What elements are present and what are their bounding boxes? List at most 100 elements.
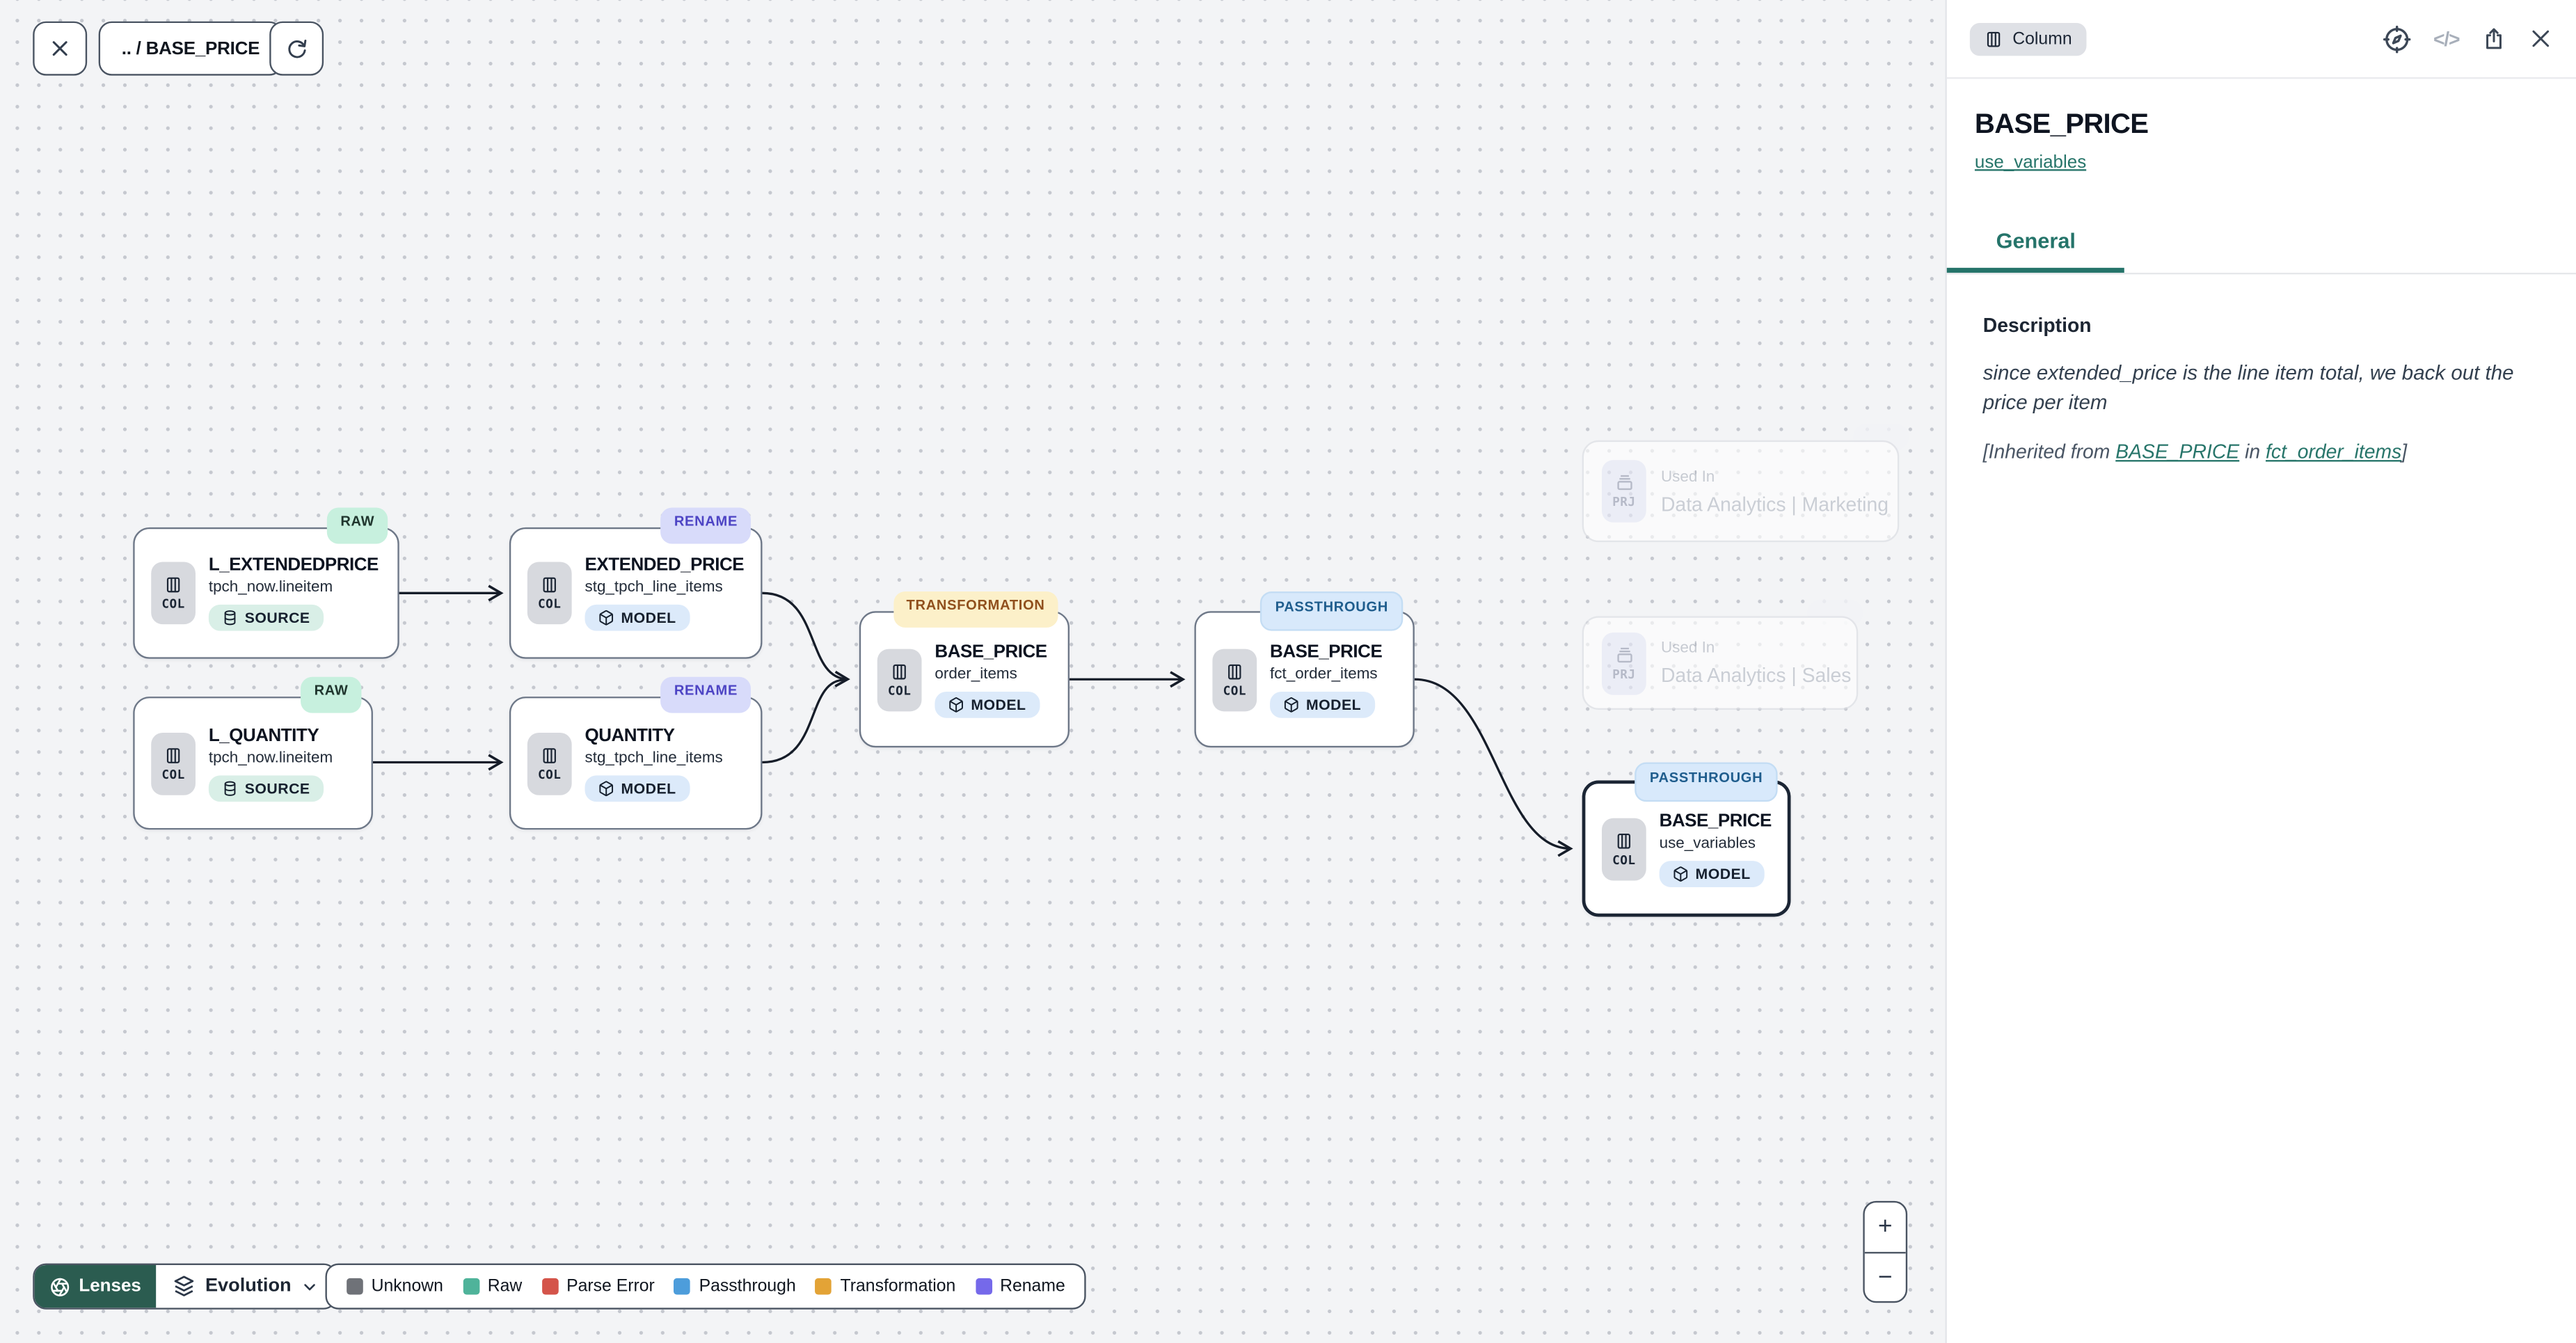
used-in-card-sales[interactable]: PRJ Used In Data Analytics | Sales	[1582, 616, 1859, 710]
source-badge: SOURCE	[208, 774, 324, 801]
columns-icon	[891, 661, 909, 681]
lens-selector-dropdown[interactable]: Evolution	[156, 1264, 336, 1308]
lineage-legend: Unknown Raw Parse Error Passthrough Tran…	[325, 1263, 1087, 1310]
node-l-extendedprice[interactable]: RAW COL L_EXTENDEDPRICE tpch_now.lineite…	[133, 507, 399, 659]
inherited-note: [Inherited from BASE_PRICE in fct_order_…	[1983, 440, 2540, 463]
inherited-model-link[interactable]: fct_order_items	[2266, 440, 2402, 464]
column-type-badge: COL	[1212, 648, 1257, 711]
legend-swatch	[674, 1278, 691, 1295]
lenses-label: Lenses	[79, 1276, 141, 1296]
project-badge: PRJ	[1601, 460, 1646, 523]
inherited-column-link[interactable]: BASE_PRICE	[2115, 440, 2240, 464]
close-lineage-button[interactable]	[33, 21, 88, 76]
node-title: BASE_PRICE	[1659, 811, 1772, 831]
legend-item-raw: Raw	[463, 1276, 522, 1296]
aperture-icon	[49, 1276, 71, 1297]
close-icon	[49, 38, 71, 59]
used-in-label: Used In	[1660, 467, 1715, 486]
node-base-price-use-variables[interactable]: PASSTHROUGH COL BASE_PRICE use_variables…	[1582, 762, 1791, 917]
legend-label: Passthrough	[699, 1276, 796, 1296]
refresh-button[interactable]	[269, 21, 324, 76]
legend-label: Transformation	[840, 1276, 956, 1296]
close-panel-icon[interactable]	[2529, 26, 2553, 51]
node-base-price-order-items[interactable]: TRANSFORMATION COL BASE_PRICE order_item…	[859, 591, 1070, 748]
legend-label: Rename	[1000, 1276, 1065, 1296]
node-tag: RENAME	[660, 507, 751, 544]
breadcrumb[interactable]: .. / BASE_PRICE	[98, 21, 283, 76]
source-badge-label: SOURCE	[244, 779, 310, 796]
description-text: since extended_price is the line item to…	[1982, 361, 2514, 415]
legend-label: Parse Error	[566, 1276, 655, 1296]
cube-icon	[1672, 865, 1689, 882]
node-subtitle: use_variables	[1659, 834, 1756, 852]
source-badge: SOURCE	[208, 604, 324, 631]
inherited-prefix: [Inherited from	[1982, 440, 2116, 464]
node-tag: RAW	[301, 676, 362, 713]
used-in-card-marketing[interactable]: PRJ Used In Data Analytics | Marketing	[1582, 440, 1900, 543]
share-icon[interactable]	[2481, 24, 2507, 52]
used-in-label: Used In	[1660, 639, 1715, 658]
column-type-label: COL	[538, 766, 562, 781]
columns-icon	[541, 745, 559, 765]
legend-item-transformation: Transformation	[816, 1276, 955, 1296]
zoom-in-button[interactable]: +	[1864, 1202, 1906, 1253]
model-link[interactable]: use_variables	[1974, 152, 2087, 173]
node-subtitle: order_items	[935, 665, 1017, 683]
column-type-badge: COL	[527, 731, 572, 795]
cube-icon	[598, 779, 614, 796]
column-type-badge: COL	[151, 731, 196, 795]
node-subtitle: stg_tpch_line_items	[585, 748, 723, 767]
node-base-price-fct-order-items[interactable]: PASSTHROUGH COL BASE_PRICE fct_order_ite…	[1194, 591, 1415, 748]
legend-item-parse-error: Parse Error	[541, 1276, 655, 1296]
column-type-label: COL	[538, 596, 562, 612]
panel-tabs: General	[1946, 227, 2576, 275]
node-title: BASE_PRICE	[1270, 641, 1383, 662]
node-quantity[interactable]: RENAME COL QUANTITY stg_tpch_line_items …	[509, 676, 763, 830]
lineage-canvas[interactable]: .. / BASE_PRICE PRJ Used In Data Analyti…	[0, 0, 1946, 1343]
legend-swatch	[541, 1278, 559, 1295]
model-badge: MODEL	[1659, 859, 1764, 887]
project-badge: PRJ	[1601, 631, 1646, 694]
lenses-button[interactable]: Lenses	[34, 1264, 157, 1308]
node-subtitle: tpch_now.lineitem	[208, 578, 333, 597]
legend-swatch	[975, 1278, 992, 1295]
tab-general[interactable]: General	[1946, 228, 2125, 273]
column-type-label: COL	[161, 766, 185, 781]
lens-control: Lenses Evolution	[33, 1263, 337, 1310]
description-section: Description since extended_price is the …	[1947, 274, 2576, 463]
node-l-quantity[interactable]: RAW COL L_QUANTITY tpch_now.lineitem SOU…	[133, 676, 373, 830]
column-type-label: COL	[1223, 682, 1247, 698]
columns-icon	[541, 575, 559, 594]
legend-swatch	[347, 1278, 363, 1295]
column-type-label: COL	[161, 596, 185, 612]
column-type-badge: COL	[877, 648, 922, 711]
details-panel: Column </> BASE_PRICE use_variables Gene…	[1945, 0, 2576, 1343]
column-type-label: COL	[1612, 852, 1636, 867]
node-title: BASE_PRICE	[935, 641, 1047, 662]
legend-label: Raw	[487, 1276, 523, 1296]
legend-item-passthrough: Passthrough	[674, 1276, 796, 1296]
inherited-suffix: ]	[2401, 440, 2408, 464]
node-extended-price[interactable]: RENAME COL EXTENDED_PRICE stg_tpch_line_…	[509, 507, 763, 659]
cube-icon	[948, 696, 964, 713]
database-icon	[222, 610, 239, 626]
node-subtitle: stg_tpch_line_items	[585, 578, 723, 597]
entity-type-badge: Column	[1969, 22, 2087, 56]
cube-icon	[598, 610, 614, 626]
columns-icon	[164, 575, 182, 594]
project-badge-label: PRJ	[1612, 494, 1636, 509]
model-badge-label: MODEL	[621, 779, 676, 796]
zoom-out-button[interactable]: −	[1877, 1263, 1893, 1292]
used-in-value: Data Analytics | Sales	[1660, 663, 1852, 687]
model-badge-label: MODEL	[1695, 865, 1751, 882]
used-in-value: Data Analytics | Marketing	[1660, 492, 1889, 516]
panel-header: Column </>	[1946, 0, 2576, 79]
compass-icon[interactable]	[2383, 24, 2412, 53]
columns-icon	[164, 745, 182, 765]
node-tag: RENAME	[660, 676, 751, 713]
node-tag: TRANSFORMATION	[893, 591, 1058, 628]
node-title: QUANTITY	[585, 725, 675, 745]
project-icon	[1614, 473, 1634, 493]
model-badge: MODEL	[585, 774, 690, 801]
